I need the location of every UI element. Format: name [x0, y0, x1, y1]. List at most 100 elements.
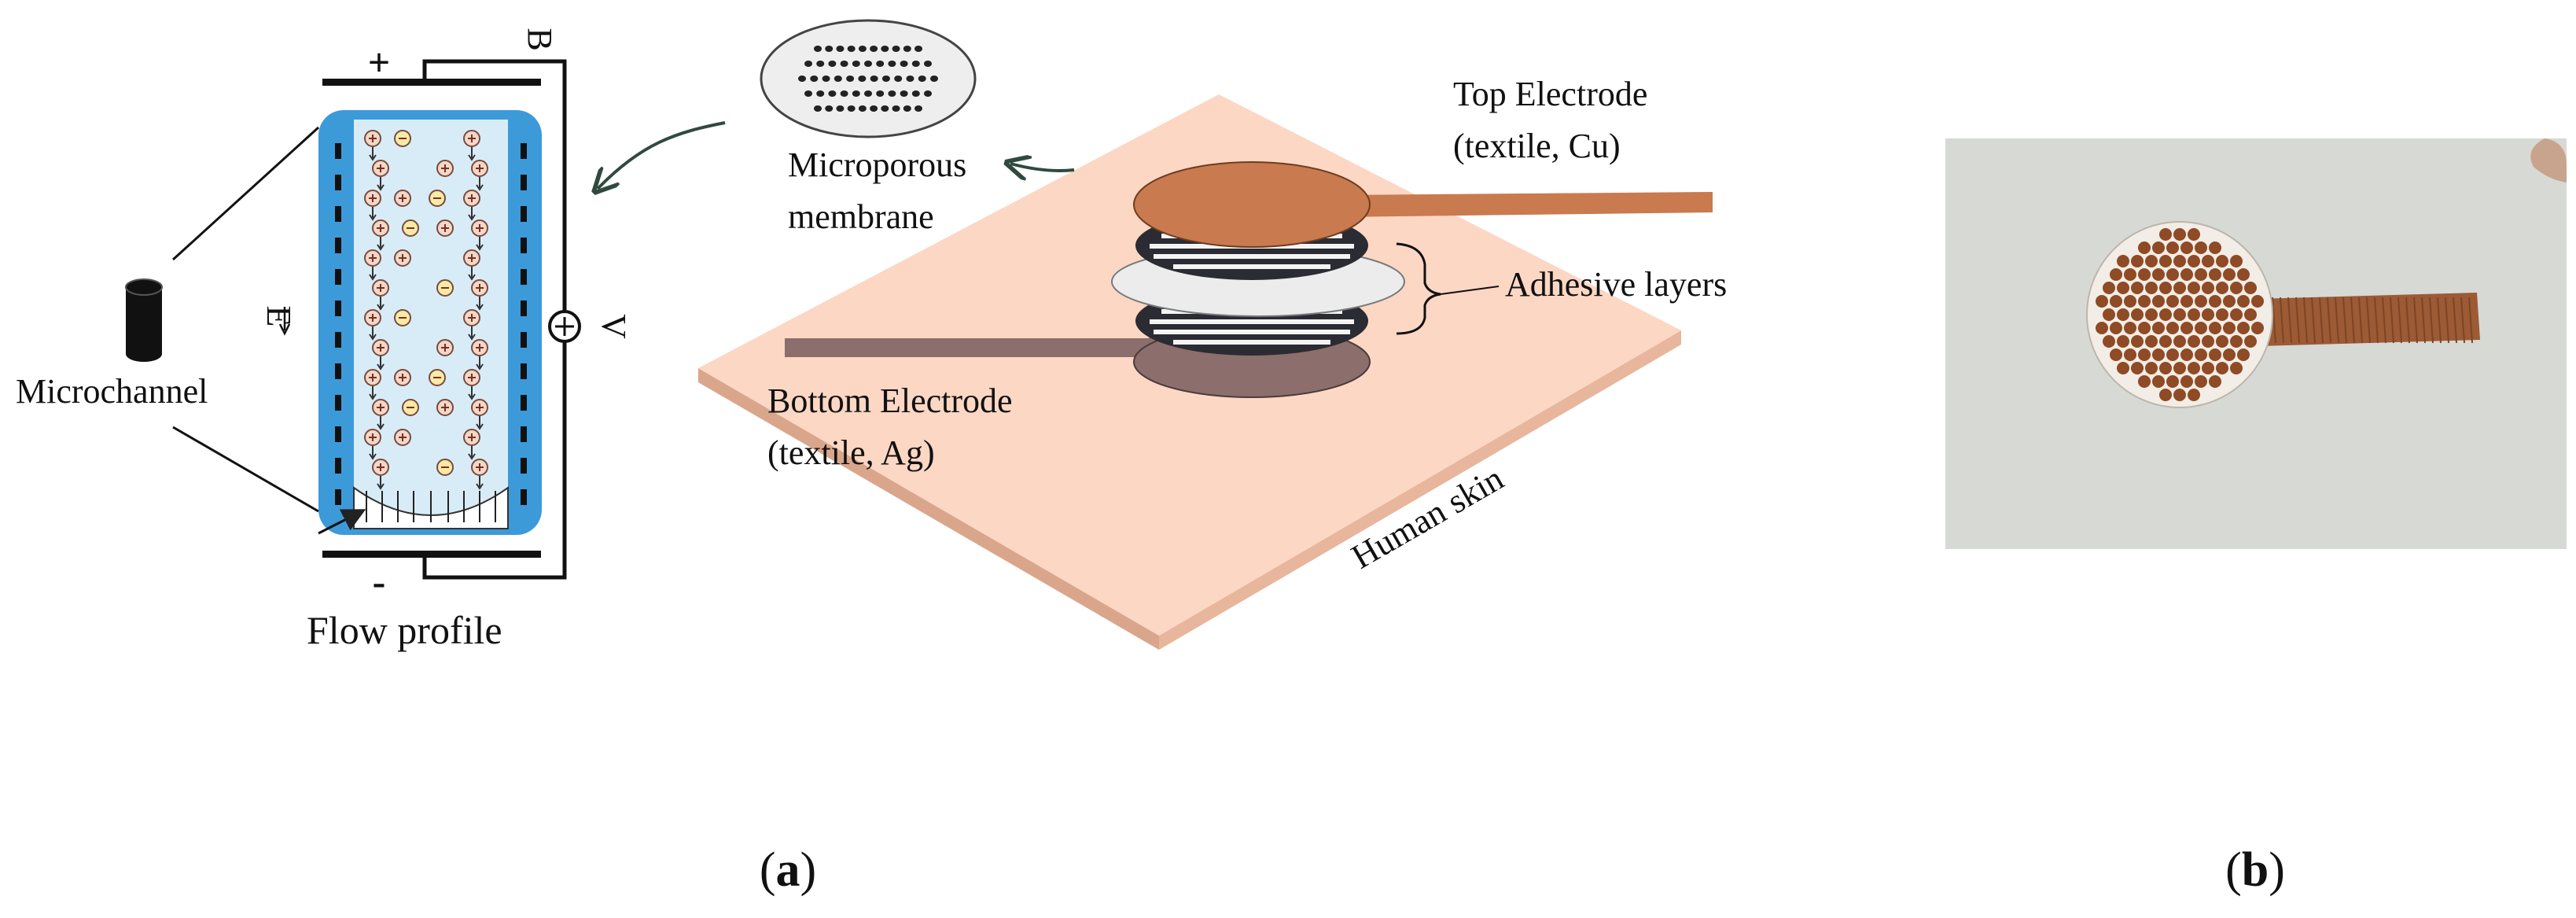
- sensor-pore: [2173, 308, 2186, 321]
- negative-wall-charge: [335, 269, 341, 285]
- sensor-pore: [2117, 362, 2129, 374]
- caption-a-close: ): [800, 843, 817, 897]
- membrane-pore: [914, 46, 922, 52]
- membrane-pointer-arrow: [1010, 164, 1075, 171]
- strip-weave: [2327, 297, 2331, 344]
- flow-profile-arrows: [366, 491, 496, 522]
- ion-flow-arrowhead: [377, 304, 385, 311]
- sensor-pore: [2110, 322, 2122, 334]
- sensor-pore: [2195, 322, 2207, 334]
- caption-a-letter: a: [776, 843, 800, 897]
- sensor-pore: [2216, 255, 2228, 267]
- bottom-electrode-label: Bottom Electrode: [767, 382, 1013, 420]
- ion-flow-arrowhead: [468, 154, 476, 161]
- sensor-pore: [2173, 389, 2186, 401]
- sensor-pore: [2110, 268, 2122, 281]
- sensor-pore: [2124, 268, 2136, 281]
- negative-wall-charge: [335, 300, 341, 316]
- sensor-pore: [2173, 255, 2186, 267]
- sensor-pore: [2216, 362, 2228, 374]
- ion-flow-arrowhead: [476, 423, 484, 430]
- sensor-pore: [2202, 362, 2214, 374]
- caption-a: (a): [760, 843, 816, 897]
- sensor-pore: [2173, 335, 2186, 348]
- caption-b-close: ): [2269, 843, 2285, 897]
- negative-wall-charge: [521, 238, 527, 253]
- ion-flow-arrowhead: [377, 363, 385, 371]
- membrane-pore: [914, 105, 922, 112]
- membrane-pore: [828, 61, 837, 67]
- plus-sign-label: +: [368, 40, 391, 84]
- membrane-pore: [858, 105, 867, 112]
- membrane-pore: [876, 61, 885, 67]
- membrane-pore: [814, 46, 822, 52]
- sensor-pore: [2180, 295, 2193, 308]
- strip-weave: [2382, 297, 2386, 344]
- ion-flow-arrowhead: [369, 274, 377, 281]
- sensor-pore: [2166, 375, 2179, 388]
- membrane-pore: [911, 90, 920, 97]
- sensor-pore: [2237, 295, 2250, 308]
- membrane-pore: [836, 105, 845, 112]
- sensor-pore: [2195, 295, 2207, 308]
- sensor-pore: [2180, 241, 2193, 254]
- sensor-pore: [2251, 322, 2264, 334]
- sensor-pore: [2138, 348, 2151, 361]
- sensor-pore: [2166, 268, 2179, 281]
- strip-weave: [2437, 297, 2442, 344]
- sensor-pore: [2223, 322, 2236, 334]
- ion-flow-arrowhead: [468, 393, 476, 400]
- sensor-pore: [2173, 282, 2186, 294]
- sensor-pore: [2223, 348, 2236, 361]
- membrane-pore: [834, 76, 842, 82]
- sensor-pore: [2103, 308, 2115, 321]
- strip-weave: [2295, 297, 2300, 344]
- sensor-pore: [2103, 282, 2115, 294]
- negative-wall-charge: [521, 426, 527, 442]
- membrane-pore: [816, 90, 825, 97]
- sensor-pore: [2159, 335, 2172, 348]
- adhesive-layers-label: Adhesive layers: [1505, 265, 1727, 304]
- sensor-pore: [2166, 322, 2179, 334]
- strip-weave: [2366, 297, 2371, 344]
- negative-wall-charge: [335, 175, 341, 190]
- ion-flow-arrowhead: [468, 334, 476, 341]
- sensor-pore: [2188, 362, 2200, 374]
- adhesive-stripe: [1150, 319, 1354, 324]
- membrane-pore: [852, 90, 860, 97]
- copper-strip-texture: [2264, 297, 2473, 344]
- strip-weave: [2429, 297, 2434, 344]
- sensor-pore: [2159, 282, 2172, 294]
- sensor-pore: [2145, 282, 2158, 294]
- sensor-pore: [2230, 308, 2243, 321]
- negative-wall-charge: [521, 269, 527, 285]
- sensor-pore: [2159, 308, 2172, 321]
- negative-wall-charge: [335, 143, 341, 159]
- negative-wall-charge: [335, 363, 341, 379]
- sensor-pore: [2180, 348, 2193, 361]
- membrane-pore: [924, 61, 932, 67]
- caption-b: (b): [2225, 843, 2285, 897]
- membrane-pore: [903, 46, 911, 52]
- sensor-pore: [2152, 375, 2165, 388]
- membrane-pore: [836, 46, 845, 52]
- bottom-electrode-material-label: (textile, Ag): [767, 433, 935, 472]
- minus-sign-label: -: [373, 559, 386, 603]
- strip-weave: [2358, 297, 2363, 344]
- bottom-electrode-tab: [785, 330, 1179, 357]
- negative-wall-charge: [335, 458, 341, 474]
- ion-flow-arrowhead: [369, 214, 377, 221]
- sensor-pore: [2202, 335, 2214, 348]
- negative-wall-charge: [521, 332, 527, 348]
- e-field-arrowhead: [278, 323, 291, 336]
- membrane-pore: [816, 61, 825, 67]
- sensor-pore: [2230, 362, 2243, 374]
- membrane-pore: [804, 90, 812, 97]
- flow-profile-label: Flow profile: [307, 608, 502, 652]
- sensor-pore: [2209, 348, 2221, 361]
- sensor-pore: [2159, 255, 2172, 267]
- sensor-pore: [2124, 348, 2136, 361]
- membrane-pore: [881, 105, 889, 112]
- membrane-pore: [846, 76, 855, 82]
